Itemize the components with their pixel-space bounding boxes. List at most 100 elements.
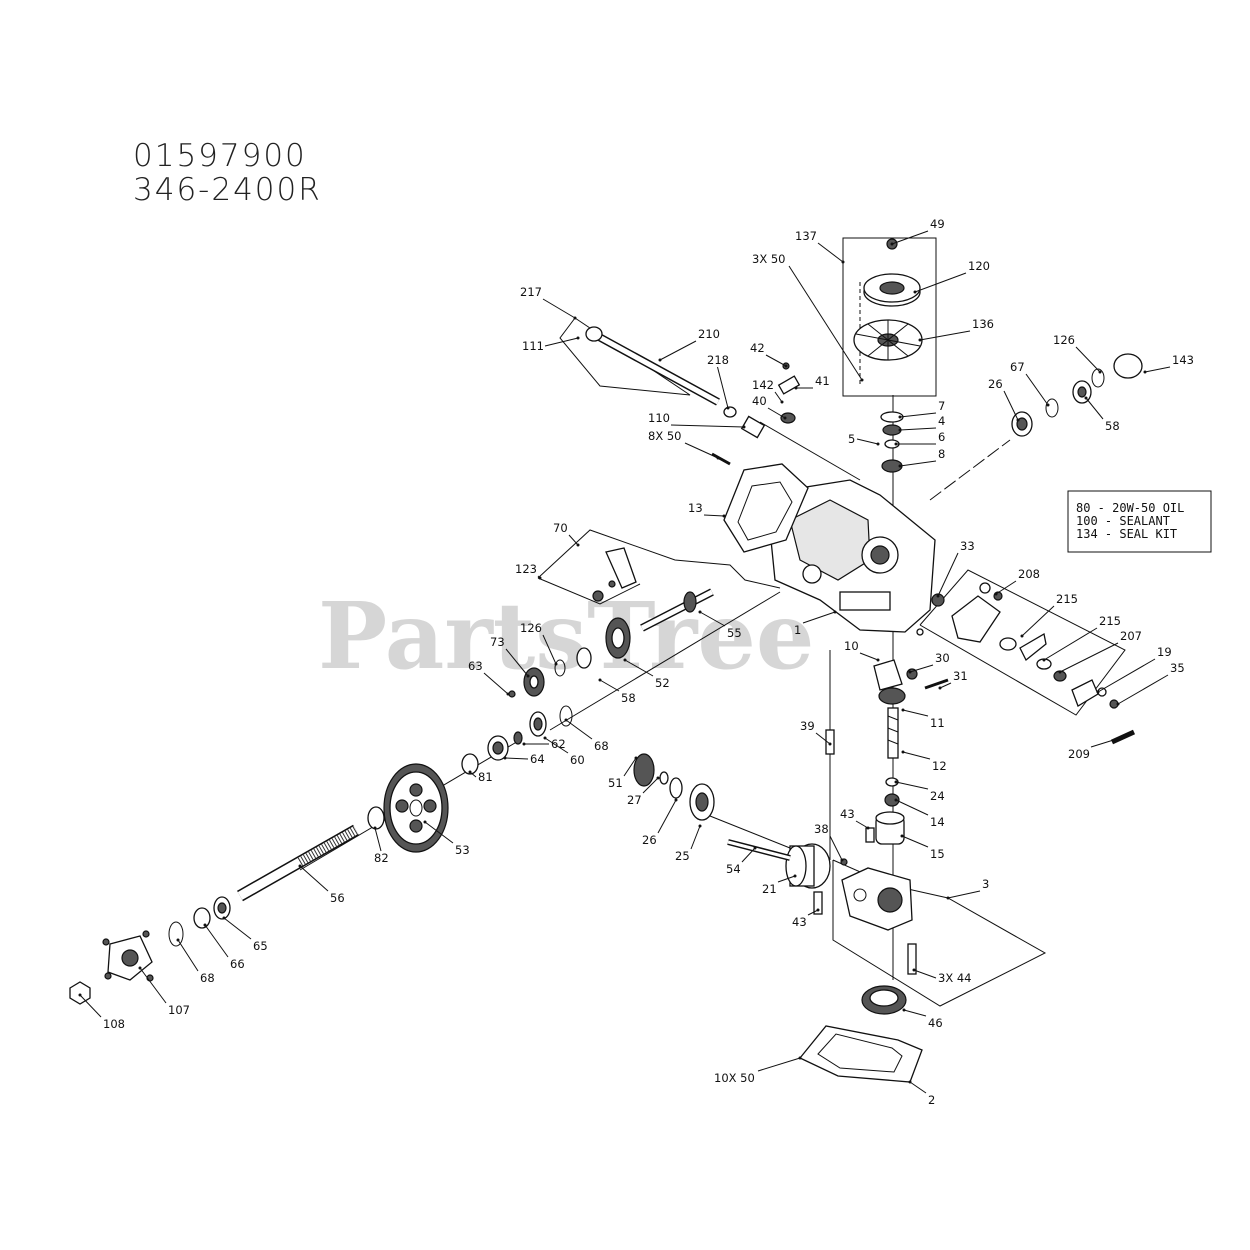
callout-40: 40 bbox=[752, 394, 787, 420]
callout-25: 25 bbox=[675, 824, 702, 863]
leader-arrow bbox=[698, 824, 702, 828]
leader-line bbox=[483, 672, 509, 695]
callout-8x-50: 8X 50 bbox=[648, 429, 720, 460]
leader-line bbox=[690, 825, 701, 850]
callout-label: 215 bbox=[1056, 592, 1078, 606]
leader-line bbox=[699, 611, 726, 627]
lower-housing bbox=[841, 867, 913, 931]
rod-assembly bbox=[585, 326, 766, 439]
callout-label: 68 bbox=[200, 971, 215, 985]
leader-arrow bbox=[658, 358, 662, 362]
callout-label: 126 bbox=[520, 621, 542, 635]
callout-35: 35 bbox=[1116, 661, 1185, 706]
leader-arrow bbox=[1098, 370, 1102, 374]
countershaft bbox=[508, 588, 714, 698]
leader-arrow bbox=[994, 592, 998, 596]
leader-arrow bbox=[912, 968, 916, 972]
leader-line bbox=[807, 909, 819, 916]
leader-line bbox=[684, 442, 719, 459]
callout-label: 10 bbox=[844, 639, 859, 653]
leader-line bbox=[204, 924, 229, 958]
callout-55: 55 bbox=[698, 610, 742, 640]
callout-43: 43 bbox=[792, 908, 820, 929]
callout-3x-50: 3X 50 bbox=[752, 252, 864, 382]
leader-line bbox=[1043, 627, 1098, 661]
leader-arrow bbox=[894, 442, 898, 446]
callout-label: 62 bbox=[551, 737, 566, 751]
callout-label: 123 bbox=[515, 562, 537, 576]
callout-label: 143 bbox=[1172, 353, 1194, 367]
leader-arrow bbox=[522, 742, 526, 746]
callout-label: 70 bbox=[553, 521, 568, 535]
leader-arrow bbox=[78, 993, 82, 997]
leader-line bbox=[939, 682, 952, 689]
leader-arrow bbox=[1042, 658, 1046, 662]
leader-line bbox=[767, 407, 786, 419]
leader-line bbox=[1144, 366, 1171, 373]
callout-label: 31 bbox=[953, 669, 968, 683]
callout-label: 6 bbox=[938, 430, 945, 444]
callout-label: 42 bbox=[750, 341, 765, 355]
leader-line bbox=[895, 781, 929, 790]
center-parts bbox=[813, 659, 949, 1015]
leader-line bbox=[914, 272, 967, 293]
motor bbox=[727, 839, 831, 889]
callout-label: 215 bbox=[1099, 614, 1121, 628]
callout-5: 5 bbox=[848, 432, 880, 446]
leader-arrow bbox=[1118, 736, 1122, 740]
leader-line bbox=[505, 648, 529, 677]
leader-arrow bbox=[1116, 702, 1120, 706]
leader-line bbox=[909, 664, 934, 673]
model-number: 01597900 bbox=[133, 138, 307, 174]
callout-label: 51 bbox=[608, 776, 623, 790]
leader-arrow bbox=[908, 670, 912, 674]
leader-line bbox=[913, 969, 937, 979]
leader-line bbox=[829, 835, 843, 861]
callout-label: 110 bbox=[648, 411, 670, 425]
leader-arrow bbox=[203, 923, 207, 927]
leader-arrow bbox=[1096, 690, 1100, 694]
housing-cover bbox=[723, 463, 809, 553]
callout-56: 56 bbox=[298, 864, 345, 905]
callout-39: 39 bbox=[800, 719, 832, 746]
callout-110: 110 bbox=[648, 411, 746, 429]
leader-line bbox=[544, 737, 569, 754]
callout-label: 120 bbox=[968, 259, 990, 273]
watermark: PartsTree bbox=[318, 582, 814, 690]
leader-line bbox=[1059, 642, 1119, 673]
callout-label: 14 bbox=[930, 815, 945, 829]
leader-line bbox=[657, 799, 677, 834]
leader-arrow bbox=[1084, 396, 1088, 400]
leader-line bbox=[565, 719, 593, 740]
leader-line bbox=[741, 847, 756, 863]
callout-68: 68 bbox=[176, 938, 215, 985]
callout-21: 21 bbox=[762, 874, 797, 896]
callout-label: 24 bbox=[930, 789, 945, 803]
leader-line bbox=[855, 820, 869, 829]
leader-line bbox=[544, 337, 579, 347]
callout-label: 111 bbox=[522, 339, 544, 353]
callout-209: 209 bbox=[1068, 736, 1122, 761]
leader-line bbox=[1085, 397, 1104, 420]
callout-120: 120 bbox=[913, 259, 990, 294]
callout-label: 13 bbox=[688, 501, 703, 515]
callout-53: 53 bbox=[423, 820, 470, 857]
callout-label: 3X 44 bbox=[938, 971, 971, 985]
callout-58: 58 bbox=[598, 678, 636, 705]
leader-arrow bbox=[554, 662, 558, 666]
leader-line bbox=[79, 994, 102, 1018]
leader-arrow bbox=[742, 425, 746, 429]
group-box-137 bbox=[842, 237, 937, 397]
leader-arrow bbox=[1058, 670, 1062, 674]
callout-208: 208 bbox=[994, 567, 1040, 596]
callout-label: 67 bbox=[1010, 360, 1025, 374]
callout-82: 82 bbox=[373, 826, 389, 865]
leader-arrow bbox=[833, 610, 837, 614]
legend-item-seal-kit: 134 - SEAL KIT bbox=[1076, 527, 1177, 541]
leader-line bbox=[1025, 373, 1049, 406]
leader-arrow bbox=[876, 442, 880, 446]
callout-label: 217 bbox=[520, 285, 542, 299]
leader-line bbox=[757, 1057, 801, 1072]
callout-label: 2 bbox=[928, 1093, 935, 1107]
callout-33: 33 bbox=[936, 539, 975, 598]
